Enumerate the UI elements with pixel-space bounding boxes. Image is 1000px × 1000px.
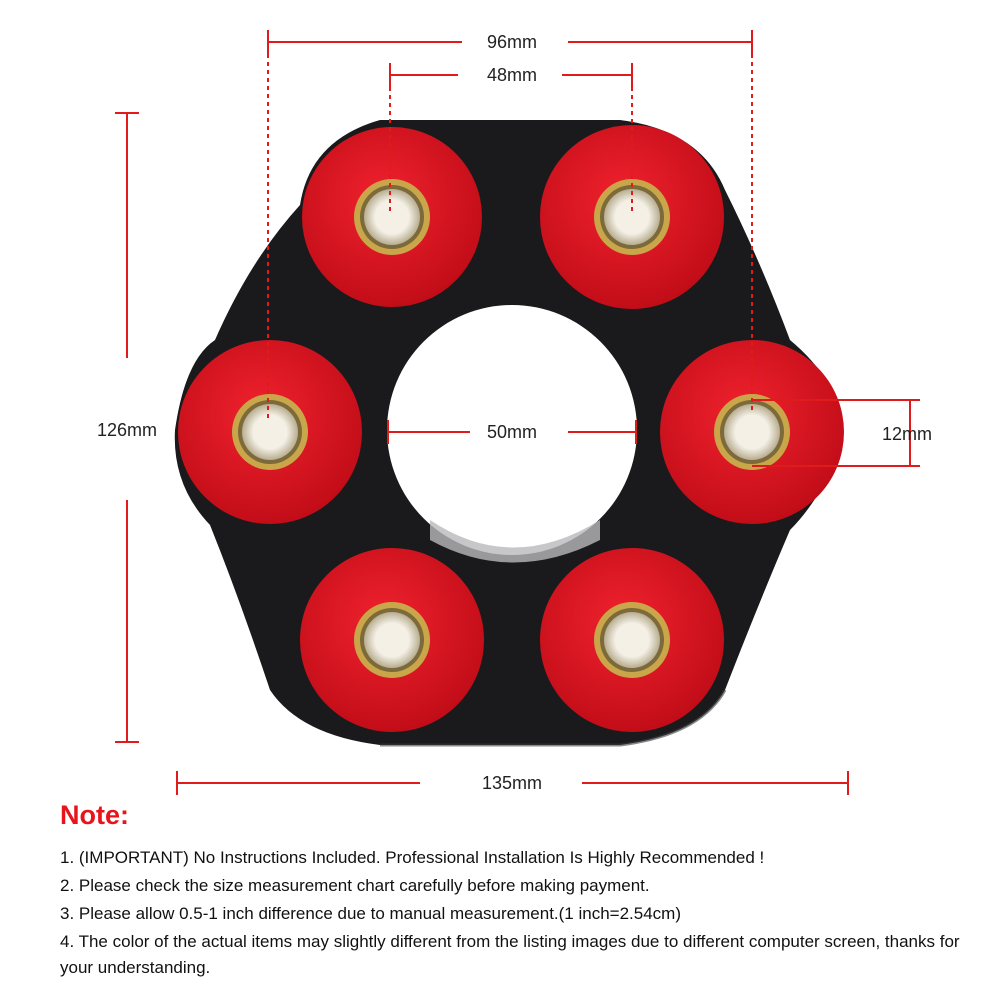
dimension-lines <box>115 30 920 795</box>
bushing-5 <box>300 548 484 732</box>
note-title: Note: <box>60 800 129 830</box>
note-item-4: 4. The color of the actual items may sli… <box>60 932 960 977</box>
bushing-1 <box>302 127 482 307</box>
bushing-4 <box>660 340 844 524</box>
note-item-3: 3. Please allow 0.5-1 inch difference du… <box>60 904 682 923</box>
bushings <box>178 125 844 732</box>
note-item-2: 2. Please check the size measurement cha… <box>60 876 650 895</box>
dim-50mm-label: 50mm <box>487 422 537 442</box>
dim-126mm-label: 126mm <box>97 420 157 440</box>
dim-48mm-label: 48mm <box>487 65 537 85</box>
dim-135mm-label: 135mm <box>482 773 542 793</box>
bushing-6 <box>540 548 724 732</box>
note-list: 1. (IMPORTANT) No Instructions Included.… <box>60 845 970 983</box>
bushing-2 <box>540 125 724 309</box>
bushing-3 <box>178 340 362 524</box>
coupling-diagram: 96mm 48mm 126mm 50mm 12mm 135mm <box>97 30 932 795</box>
center-hole <box>387 305 637 563</box>
dim-12mm-label: 12mm <box>882 424 932 444</box>
note-item-1: 1. (IMPORTANT) No Instructions Included.… <box>60 848 765 867</box>
coupling-body-edge <box>380 689 727 747</box>
dim-96mm-label: 96mm <box>487 32 537 52</box>
